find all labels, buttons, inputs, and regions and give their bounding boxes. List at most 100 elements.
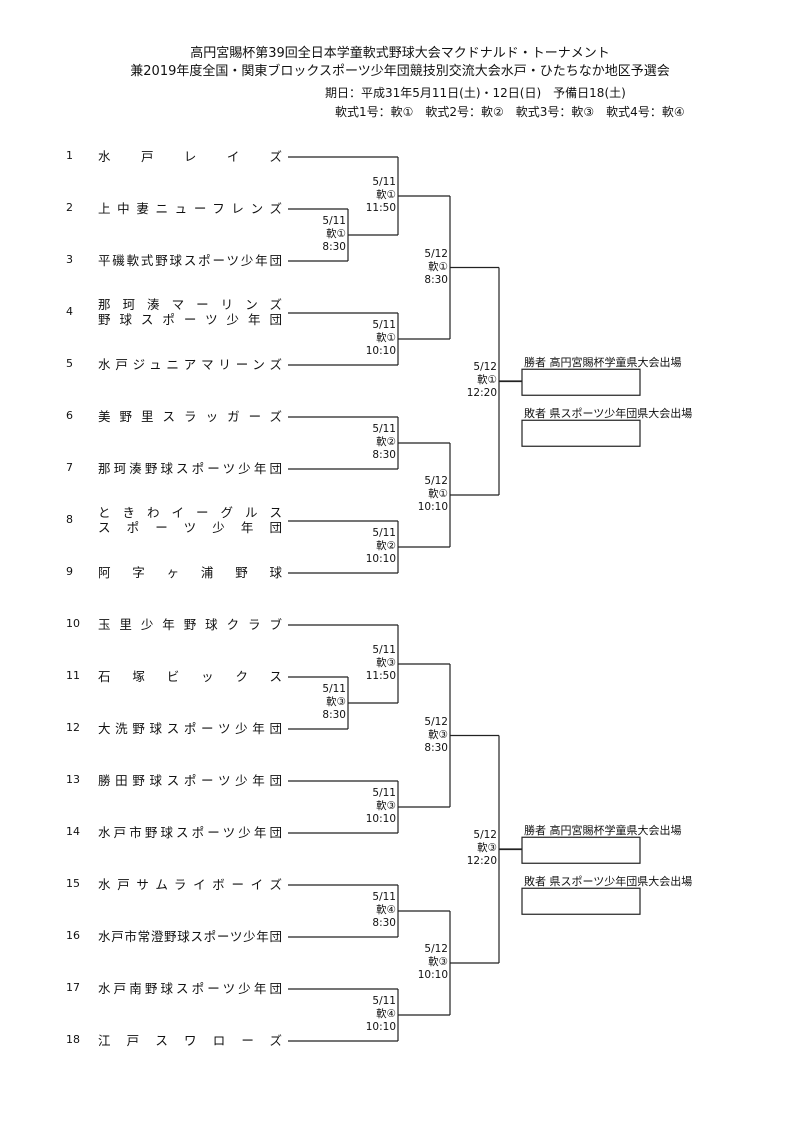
match-court: 軟③ (428, 956, 448, 968)
match-date: 5/12 (424, 943, 448, 955)
match-date: 5/11 (372, 787, 396, 799)
schedule-text: 期日：平成31年5月11日(土)・12日(日) 予備日18(土) (325, 86, 626, 100)
team-name: 石塚ビックス (98, 669, 282, 684)
team-name: 水戸レイズ (98, 149, 282, 164)
match-time: 8:30 (322, 241, 346, 253)
document-title: 高円宮賜杯第39回全日本学童軟式野球大会マクドナルド・トーナメント (190, 46, 610, 61)
team-number: 12 (66, 721, 80, 734)
team-name-line: 美野里スラッガーズ (98, 408, 282, 424)
match-court: 軟③ (477, 842, 497, 855)
match-date: 5/11 (372, 423, 396, 435)
team-name-line: スポーツ少年団 (98, 520, 282, 535)
match-date: 5/11 (372, 527, 396, 539)
match-time: 8:30 (372, 449, 396, 461)
team-name-line: 大洗野球スポーツ少年団 (98, 720, 282, 736)
team-name-line: 勝田野球スポーツ少年団 (98, 772, 282, 788)
team-name: 那珂湊野球スポーツ少年団 (98, 461, 282, 476)
loser-label: 敗者 県スポーツ少年団県大会出場 (524, 407, 693, 421)
document-subtitle: 兼2019年度全国・関東ブロックスポーツ少年団競技別交流大会水戸・ひたちなか地区… (130, 64, 670, 79)
team-name-line: 水戸市野球スポーツ少年団 (98, 824, 282, 840)
match-time: 10:10 (417, 501, 448, 513)
match-date: 5/12 (424, 715, 448, 728)
match-court: 軟④ (376, 1008, 396, 1020)
winner-label: 勝者 高円宮賜杯学童県大会出場 (524, 824, 682, 838)
match-time: 10:10 (365, 345, 396, 357)
team-name-line: 上中妻ニューフレンズ (98, 200, 282, 216)
match-court: 軟③ (376, 657, 396, 669)
match-time: 12:20 (466, 387, 497, 400)
team-number: 6 (66, 409, 73, 422)
match-time: 12:20 (466, 855, 497, 868)
match-time: 11:50 (365, 202, 396, 214)
team-name: 水戸サムライボーイズ (98, 877, 282, 892)
team-number: 4 (66, 305, 73, 318)
match-court: 軟③ (326, 696, 346, 708)
team-number: 3 (66, 253, 73, 266)
team-name-line: 那珂湊野球スポーツ少年団 (98, 460, 282, 476)
loser-result-box (521, 419, 641, 447)
team-number: 10 (66, 617, 80, 630)
team-number: 18 (66, 1033, 80, 1046)
match-date: 5/11 (322, 215, 346, 227)
team-number: 1 (66, 149, 73, 162)
team-name-line: ときわイーグルス (98, 505, 282, 520)
team-name: 勝田野球スポーツ少年団 (98, 773, 282, 788)
match-court: 軟① (326, 228, 346, 240)
match-time: 8:30 (372, 917, 396, 929)
team-name: 大洗野球スポーツ少年団 (98, 721, 282, 736)
match-time: 11:50 (365, 670, 396, 682)
team-name: 水戸南野球スポーツ少年団 (98, 981, 282, 996)
team-name: 江戸スワローズ (98, 1033, 282, 1048)
match-date: 5/12 (424, 247, 448, 260)
match-time: 10:10 (417, 969, 448, 981)
team-name: 那珂湊マーリンズ野球スポーツ少年団 (98, 297, 282, 327)
loser-result-box (521, 887, 641, 915)
team-number: 13 (66, 773, 80, 786)
team-number: 9 (66, 565, 73, 578)
winner-label: 勝者 高円宮賜杯学童県大会出場 (524, 356, 682, 370)
team-name: 水戸市常澄野球スポーツ少年団 (98, 929, 282, 944)
team-name-line: 玉里少年野球クラブ (98, 616, 282, 632)
match-date: 5/11 (322, 683, 346, 695)
match-court: 軟④ (376, 904, 396, 916)
team-name: 水戸ジュニアマリーンズ (98, 357, 282, 372)
team-name-line: 水戸サムライボーイズ (98, 876, 282, 892)
match-date: 5/11 (372, 644, 396, 656)
match-court: 軟③ (428, 728, 448, 741)
team-number: 15 (66, 877, 80, 890)
team-name: 平磯軟式野球スポーツ少年団 (98, 253, 282, 268)
match-date: 5/11 (372, 176, 396, 188)
match-date: 5/11 (372, 319, 396, 331)
match-court: 軟② (376, 540, 396, 552)
match-date: 5/11 (372, 891, 396, 903)
match-court: 軟① (376, 189, 396, 201)
loser-label: 敗者 県スポーツ少年団県大会出場 (524, 875, 693, 889)
team-name: 美野里スラッガーズ (98, 409, 282, 424)
match-date: 5/11 (372, 995, 396, 1007)
winner-result-box (521, 368, 641, 396)
match-time: 8:30 (322, 709, 346, 721)
match-court: 軟① (428, 488, 448, 500)
match-date: 5/12 (424, 475, 448, 487)
match-date: 5/12 (473, 361, 497, 374)
team-number: 7 (66, 461, 73, 474)
match-time: 10:10 (365, 1021, 396, 1033)
team-name-line: 那珂湊マーリンズ (98, 297, 282, 312)
team-name-line: 石塚ビックス (98, 668, 282, 684)
team-name-line: 水戸レイズ (98, 148, 282, 164)
team-name-line: 平磯軟式野球スポーツ少年団 (98, 252, 282, 268)
